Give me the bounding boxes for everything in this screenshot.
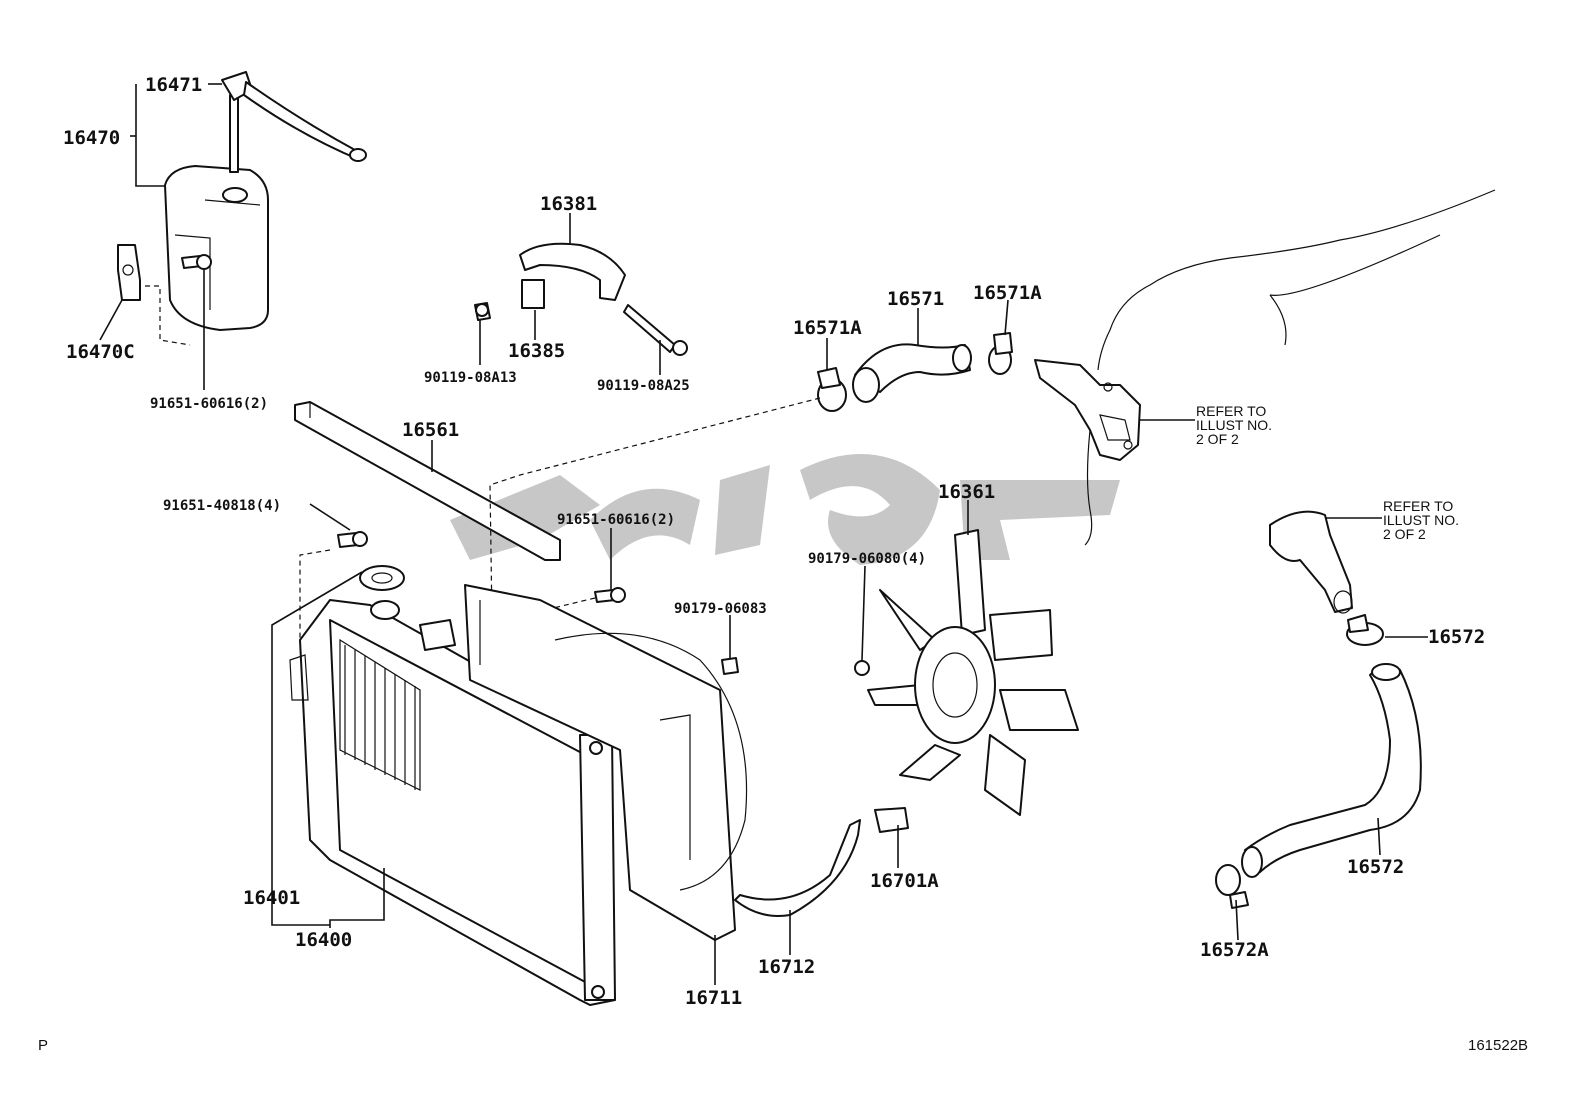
svg-text:REFER TO: REFER TO (1196, 403, 1266, 419)
label-16572-top: 16572 (1428, 626, 1485, 648)
label-90119-08a13: 90119-08A13 (424, 370, 517, 386)
svg-text:2 OF 2: 2 OF 2 (1383, 526, 1426, 542)
leader-lines (99, 83, 1428, 985)
reservoir-tank (164, 71, 367, 331)
seal-16561 (294, 401, 561, 561)
clamp-16571a-right (988, 332, 1013, 375)
clamp-16572-top (1346, 614, 1384, 646)
label-16701a: 16701A (870, 870, 939, 892)
nut-90179-06080 (854, 660, 870, 676)
label-16561: 16561 (402, 419, 459, 441)
label-16361: 16361 (938, 481, 995, 503)
water-outlet (1034, 359, 1141, 461)
label-16381: 16381 (540, 193, 597, 215)
label-16711: 16711 (685, 987, 742, 1009)
watermark-logo (450, 454, 1120, 565)
label-16401: 16401 (243, 887, 300, 909)
label-16385: 16385 (508, 340, 565, 362)
svg-text:REFER TO: REFER TO (1383, 498, 1453, 514)
svg-text:ILLUST NO.: ILLUST NO. (1383, 512, 1459, 528)
cooling-fan-16361 (867, 529, 1079, 816)
refer-note-upper: REFER TO ILLUST NO. 2 OF 2 (1196, 403, 1272, 447)
label-16400: 16400 (295, 929, 352, 951)
label-16572-bottom: 16572 (1347, 856, 1404, 878)
support-16381 (474, 242, 688, 356)
clamp-16572a (1215, 864, 1249, 909)
label-16572a: 16572A (1200, 939, 1269, 961)
svg-text:2 OF 2: 2 OF 2 (1196, 431, 1239, 447)
label-16470: 16470 (63, 127, 120, 149)
label-91651-40818: 91651-40818(4) (163, 498, 281, 514)
clamp-16571a-left (817, 367, 847, 412)
upper-hose-16571 (852, 343, 972, 403)
label-16571a-right: 16571A (973, 282, 1042, 304)
label-16571a-left: 16571A (793, 317, 862, 339)
svg-text:ILLUST NO.: ILLUST NO. (1196, 417, 1272, 433)
label-91651-60616-top: 91651-60616(2) (150, 396, 268, 412)
label-90179-06080: 90179-06080(4) (808, 551, 926, 567)
engine-outline (1084, 189, 1496, 546)
clip-16701a (874, 807, 909, 833)
bracket-16470c (117, 244, 141, 301)
label-16470c: 16470C (66, 341, 135, 363)
label-91651-60616-mid: 91651-60616(2) (557, 512, 675, 528)
label-16571: 16571 (887, 288, 944, 310)
bolt-91651-60616-top (181, 254, 212, 270)
label-90119-08a25: 90119-08A25 (597, 378, 690, 394)
fan-shroud-lower-16712 (734, 819, 861, 917)
refer-note-lower: REFER TO ILLUST NO. 2 OF 2 (1383, 498, 1459, 542)
label-16712: 16712 (758, 956, 815, 978)
footer-left-mark: P (38, 1037, 48, 1054)
cap-gasket-16401 (359, 565, 405, 591)
lower-hose-16572 (1241, 663, 1422, 878)
bolt-91651-60616-mid (594, 587, 626, 603)
label-90179-06083: 90179-06083 (674, 601, 767, 617)
clip-90179-06083 (721, 657, 739, 675)
label-16471: 16471 (145, 74, 202, 96)
bolt-91651-40818 (337, 531, 368, 548)
figure-number: 161522B (1468, 1037, 1528, 1054)
water-inlet (1269, 510, 1353, 614)
